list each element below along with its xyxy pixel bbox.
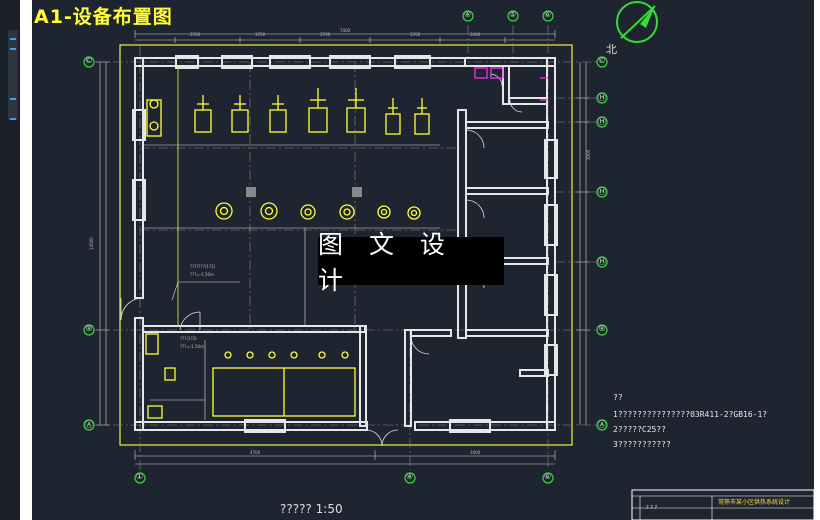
- svg-text:3400: 3400: [470, 32, 481, 37]
- grid-label-right-6: ®: [598, 324, 606, 333]
- svg-text:7400: 7400: [340, 28, 351, 33]
- equipment: [145, 88, 430, 419]
- grid-label-right-2: Ⓗ: [598, 93, 606, 102]
- grid-label-bottom-1: ①: [136, 472, 144, 481]
- labels-small: ???????(1?2) ???=-1.50m ???(1?2) ???=-1.…: [180, 264, 216, 349]
- dimension-text: 3700 3700 3700 7400 3700 3400 4700 3400 14000…: [89, 28, 591, 455]
- dimension-lines: [96, 30, 590, 465]
- grid-label-left-2: ®: [85, 324, 93, 333]
- svg-text:3700: 3700: [255, 32, 266, 37]
- svg-text:???(1?2): ???(1?2): [180, 336, 197, 341]
- grid-label-bottom-2: ④: [406, 472, 414, 481]
- svg-text:???=-1.50m: ???=-1.50m: [190, 272, 214, 277]
- piping: [143, 144, 440, 420]
- grid-label-right-7: Ⓐ: [598, 420, 606, 429]
- notes-heading: ??: [613, 393, 623, 402]
- note-line-3: 3???????????: [613, 440, 671, 449]
- svg-text:14000: 14000: [89, 237, 94, 250]
- svg-text:3700: 3700: [410, 32, 421, 37]
- grid-label-right-1: ©: [598, 56, 606, 65]
- north-arrow-icon: [616, 1, 658, 43]
- building-outline: [119, 44, 573, 446]
- svg-text:3400: 3400: [470, 450, 481, 455]
- title-block: [631, 489, 815, 520]
- magenta-fixtures: [474, 67, 548, 101]
- title-block-row-label: ? ? ?: [646, 505, 658, 511]
- right-border: [814, 0, 820, 520]
- grid-label-left-1: ©: [85, 56, 93, 65]
- column-markers: [246, 187, 362, 197]
- left-toolbar: [0, 0, 20, 520]
- grid-label-top-3: ⑥: [544, 10, 552, 19]
- grid-label-bottom-3: ⑥: [544, 472, 552, 481]
- drawing-title: A1-设备布置图: [34, 6, 173, 28]
- watermark-banner: 图 文 设 计: [318, 230, 504, 295]
- grid-label-top-1: ④: [464, 10, 472, 19]
- note-line-2: 2?????C25??: [613, 425, 666, 434]
- grid-label-right-4: Ⓗ: [598, 187, 606, 196]
- grid-label-right-3: Ⓗ: [598, 117, 606, 126]
- grid-label-right-5: Ⓗ: [598, 257, 606, 266]
- svg-text:3700: 3700: [190, 32, 201, 37]
- svg-text:4700: 4700: [250, 450, 261, 455]
- svg-text:???????(1?2): ???????(1?2): [190, 264, 216, 269]
- scale-caption: ????? 1:50: [280, 502, 343, 516]
- svg-text:3700: 3700: [320, 32, 331, 37]
- svg-text:3000: 3000: [586, 149, 591, 160]
- note-line-1: 1???????????????03R411-2?GB16-1?: [613, 410, 768, 419]
- grid-label-left-3: Ⓐ: [85, 420, 93, 429]
- grid-label-top-2: ⑤: [509, 10, 517, 19]
- title-block-project: 常熟市某小区供热系统设计: [718, 499, 791, 506]
- left-toolbar-strip: [8, 30, 18, 120]
- north-label: 北: [606, 43, 617, 56]
- svg-text:???=-1.50m: ???=-1.50m: [180, 344, 204, 349]
- grid-bubbles: [83, 10, 608, 484]
